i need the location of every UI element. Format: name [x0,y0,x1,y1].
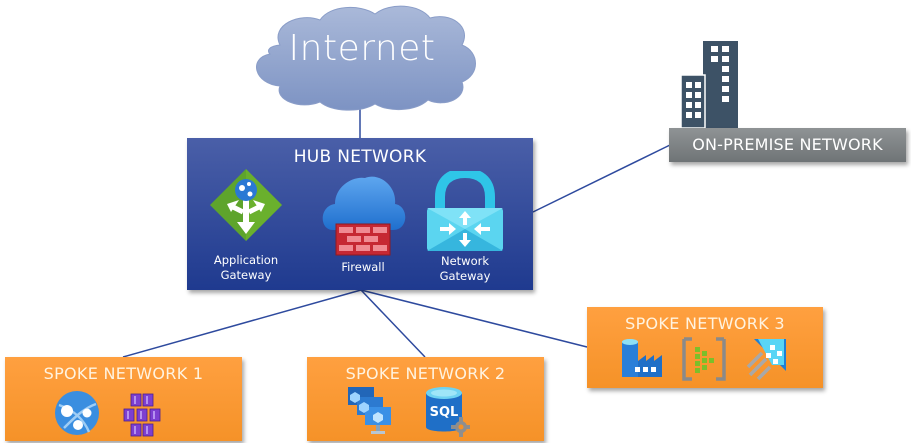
internet-label: Internet [288,28,436,69]
firewall-label-line1: Firewall [341,260,385,274]
svg-text:SQL: SQL [430,405,459,420]
application-gateway-label: Application Gateway [201,253,291,283]
connector-hub-spoke1 [122,289,362,358]
network-gateway-label-line1: Network [440,254,490,268]
connector-hub-spoke3 [360,289,588,348]
connector-hub-spoke2 [360,289,426,358]
network-gateway-label-line2: Gateway [439,269,491,283]
sql-server-icon: SQL [426,387,470,437]
virtual-machines-icon [348,387,391,434]
internet-cloud-icon [256,5,476,111]
data-factory-icon [622,339,662,377]
spoke-network-2-title: SPOKE NETWORK 2 [345,364,506,383]
application-gateway-label-line2: Gateway [220,268,272,282]
hub-network-box[interactable]: HUB NETWORK Application Gateway [187,138,533,290]
spoke-network-3-title: SPOKE NETWORK 3 [625,314,785,333]
application-gateway-label-line1: Application [213,253,279,267]
application-gateway-icon [210,169,282,241]
connector-hub-onpremise [532,144,671,213]
spoke-network-3-box[interactable]: SPOKE NETWORK 3 [587,307,823,388]
network-gateway-label: Network Gateway [420,254,510,284]
stream-analytics-icon [746,339,786,381]
spoke-network-1-title: SPOKE NETWORK 1 [43,364,204,383]
office-building-icon [680,41,738,129]
hub-network-title: HUB NETWORK [293,147,427,167]
on-premise-network-box[interactable]: ON-PREMISE NETWORK [669,128,906,162]
spoke-network-1-box[interactable]: SPOKE NETWORK 1 [5,357,242,441]
spoke-network-2-box[interactable]: SPOKE NETWORK 2 SQL [307,357,544,441]
network-gateway-icon [427,171,503,251]
kubernetes-service-icon [123,393,161,437]
firewall-icon [322,176,406,256]
firewall-label: Firewall [318,260,408,275]
app-service-icon [55,391,99,435]
event-hub-icon [682,337,726,381]
